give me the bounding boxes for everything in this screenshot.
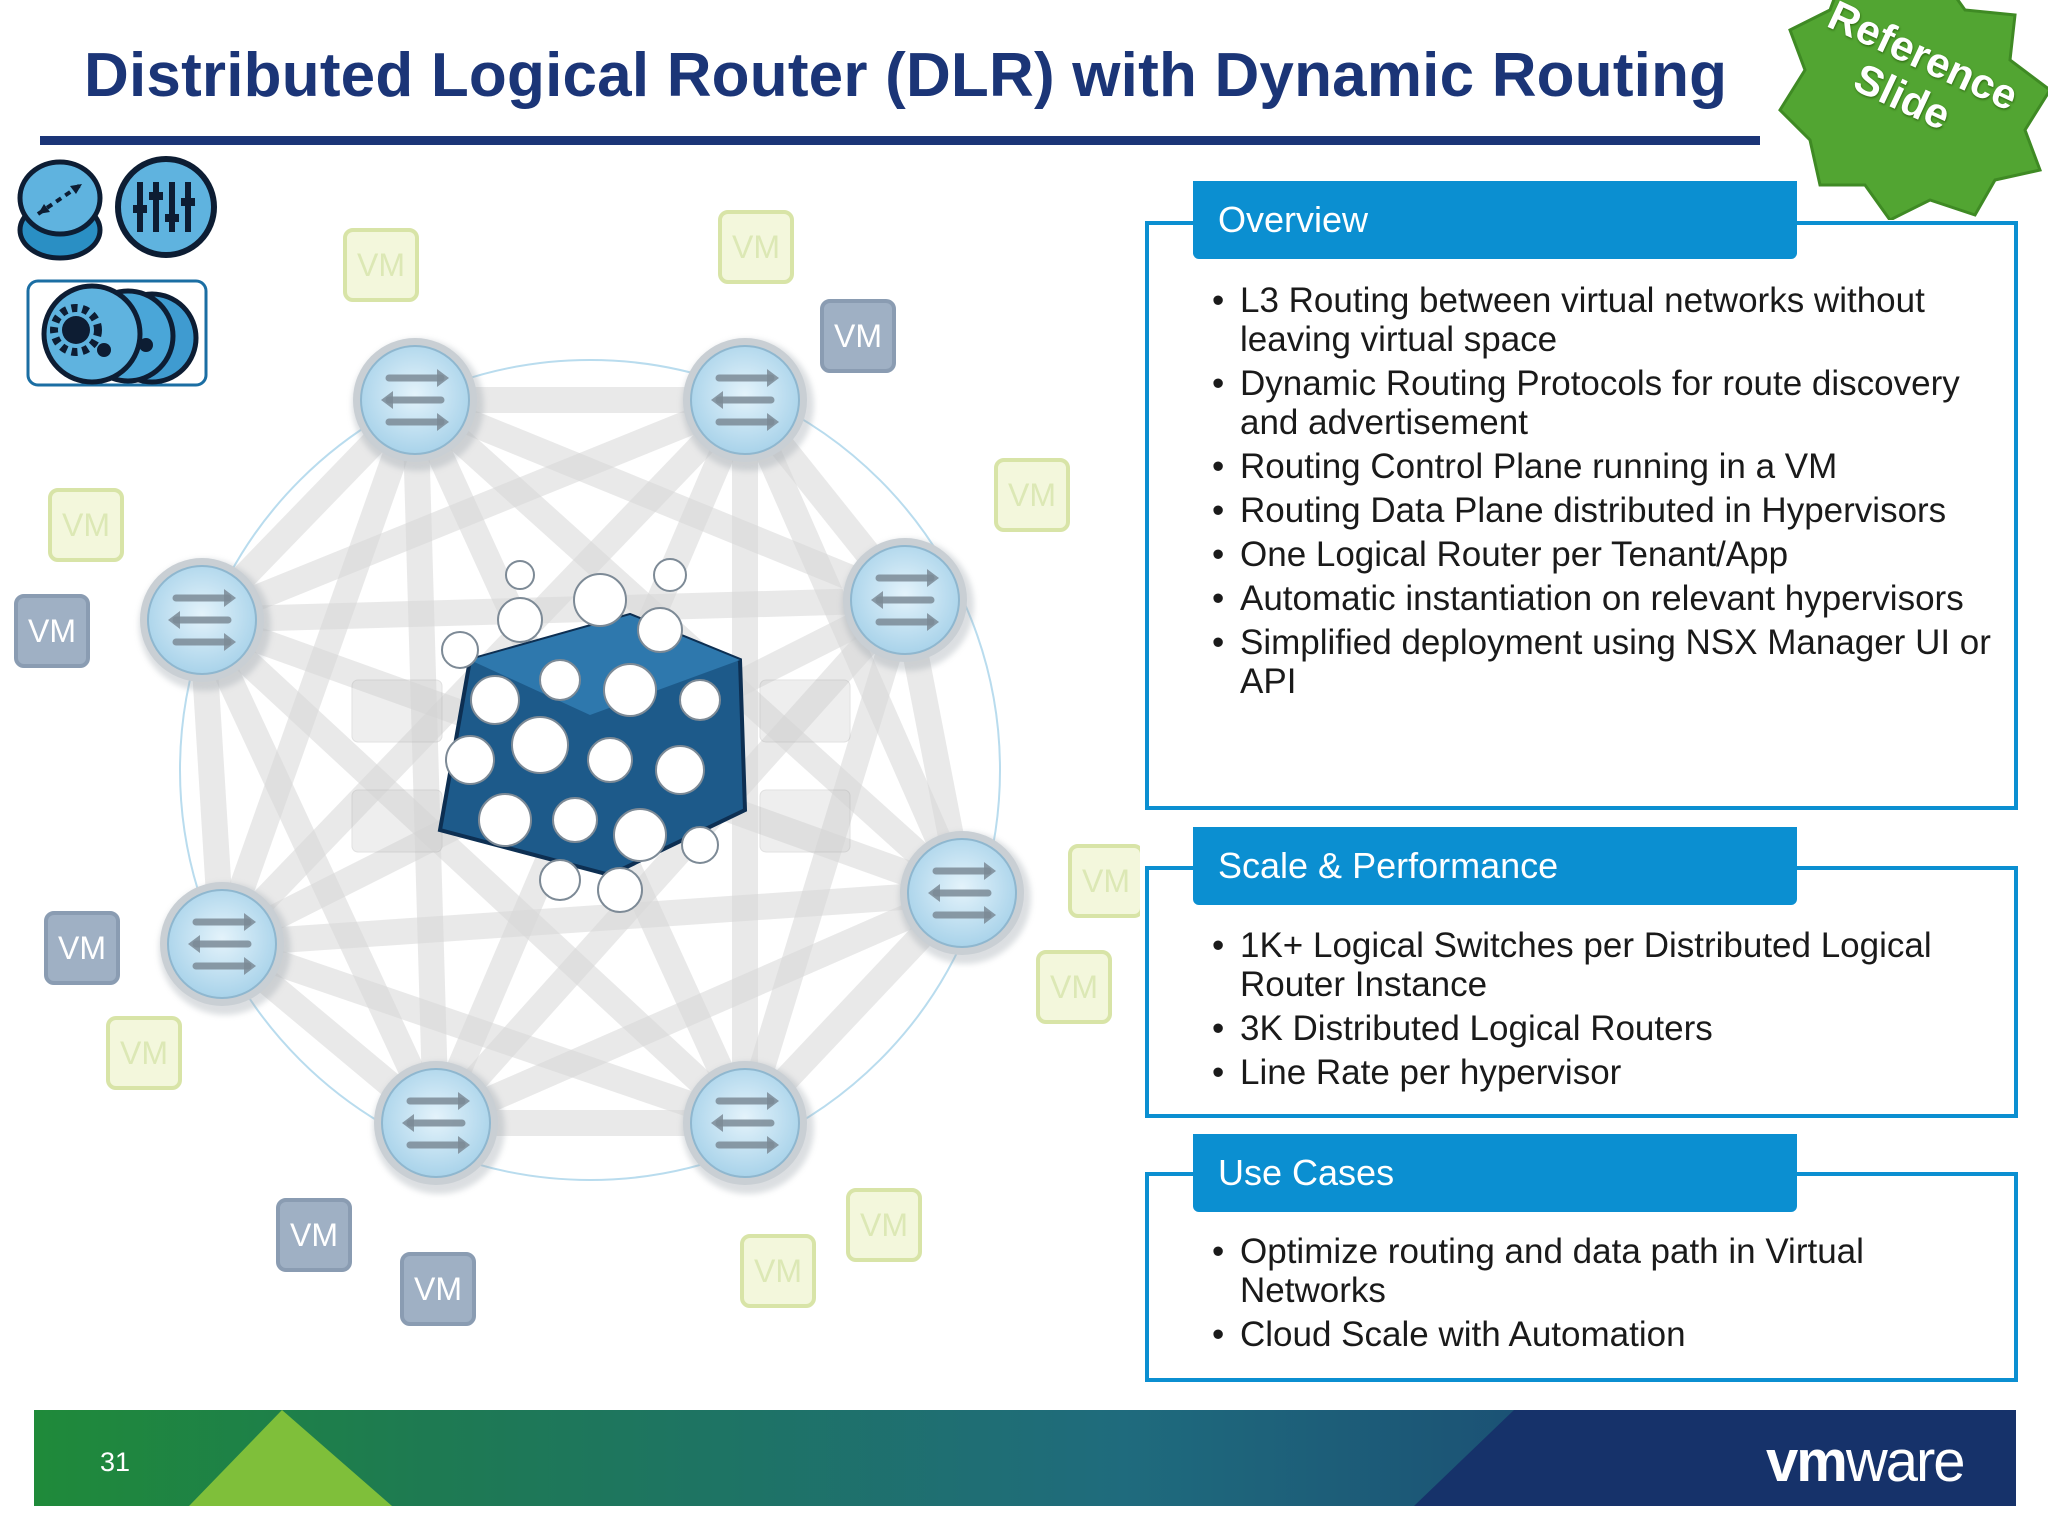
slide-title: Distributed Logical Router (DLR) with Dy… [84, 41, 1728, 110]
vm-label: VM [754, 1253, 802, 1289]
server-blocks [351, 679, 851, 853]
router-node-icon [352, 338, 484, 471]
vm-box: VM [1036, 950, 1112, 1024]
router-node-icon [899, 831, 1031, 964]
logo-ware: ware [1845, 1429, 1966, 1494]
mesh-link [197, 387, 750, 633]
vm-box: VM [718, 210, 794, 284]
overview-list: L3 Routing between virtual networks with… [1212, 281, 2012, 706]
page-number: 31 [100, 1447, 131, 1477]
router-node-icon [682, 338, 814, 471]
mesh-link [201, 587, 906, 633]
mesh-link [190, 614, 448, 1129]
vm-box: VM [740, 1234, 816, 1308]
vm-label: VM [860, 1207, 908, 1243]
vm-label: VM [120, 1035, 168, 1071]
overview-item: Automatic instantiation on relevant hype… [1212, 579, 2012, 618]
scale-item: 1K+ Logical Switches per Distributed Log… [1212, 926, 2012, 1004]
vm-box: VM [1068, 844, 1140, 918]
vm-label: VM [62, 507, 110, 543]
mesh-link [193, 610, 754, 1133]
mesh-link [732, 596, 918, 1127]
vm-box: VM [48, 488, 124, 562]
ring-outline [179, 359, 1001, 1181]
router-dlr-icon [17, 159, 103, 261]
switch-settings-icon [115, 156, 217, 258]
vm-box: VM [994, 458, 1070, 532]
overview-item: L3 Routing between virtual networks with… [1212, 281, 2012, 359]
overview-item: Routing Data Plane distributed in Hyperv… [1212, 491, 2012, 530]
vm-label: VM [414, 1271, 462, 1307]
scale-item: Line Rate per hypervisor [1212, 1053, 2012, 1092]
mesh-link [430, 881, 968, 1135]
vm-box: VM [14, 594, 90, 668]
vm-label: VM [732, 229, 780, 265]
vmware-logo: vmware [1766, 1428, 1966, 1495]
vm-label: VM [1050, 969, 1098, 1005]
vm-box: VM [846, 1188, 922, 1262]
vm-label: VM [28, 613, 76, 649]
vm-box: VM [343, 228, 419, 302]
top-left-icons [17, 156, 217, 387]
vm-box: VM [106, 1016, 182, 1090]
router-node-icon [159, 882, 291, 1015]
mesh-link [217, 931, 750, 1136]
vm-box: VM [820, 299, 896, 373]
router-nodes [139, 338, 1031, 1194]
usecases-item: Optimize routing and data path in Virtua… [1212, 1232, 2012, 1310]
reference-badge [1778, 0, 2048, 220]
gear-cluster-icon [41, 283, 199, 385]
vm-label: VM [290, 1217, 338, 1253]
usecases-item: Cloud Scale with Automation [1212, 1315, 2012, 1354]
overview-item: Dynamic Routing Protocols for route disc… [1212, 364, 2012, 442]
dlr-diagram: VM VM VM VM VM VM VM VM VM VM VM VM VM VM [14, 156, 1140, 1326]
vm-label: VM [834, 318, 882, 354]
badge-starburst [1778, 0, 2048, 220]
vm-label: VM [1082, 863, 1130, 899]
overview-item: One Logical Router per Tenant/App [1212, 535, 2012, 574]
vm-label: VM [58, 930, 106, 966]
vm-box: VM [276, 1198, 352, 1272]
router-node-icon [682, 1061, 814, 1194]
cloud-cluster-icon [437, 558, 748, 913]
router-node-icon [842, 538, 974, 671]
router-node-icon [139, 558, 271, 691]
footer-band [34, 1410, 2016, 1506]
overview-item: Routing Control Plane running in a VM [1212, 447, 2012, 486]
vm-label: VM [1008, 477, 1056, 513]
vm-label: VM [357, 247, 405, 283]
vm-box: VM [400, 1252, 476, 1326]
usecases-list: Optimize routing and data path in Virtua… [1212, 1232, 2012, 1359]
router-node-icon [373, 1061, 505, 1194]
scale-header: Scale & Performance [1193, 827, 1797, 905]
vm-boxes: VM VM VM VM VM VM VM VM VM VM VM VM VM VM [14, 210, 1140, 1326]
overview-item: Simplified deployment using NSX Manager … [1212, 623, 2012, 701]
usecases-header: Use Cases [1193, 1134, 1797, 1212]
logo-vm: vm [1766, 1429, 1848, 1494]
title-rule [40, 136, 1760, 145]
scale-item: 3K Distributed Logical Routers [1212, 1009, 2012, 1048]
scale-list: 1K+ Logical Switches per Distributed Log… [1212, 926, 2012, 1097]
vm-box: VM [44, 911, 120, 985]
overview-header: Overview [1193, 181, 1797, 259]
